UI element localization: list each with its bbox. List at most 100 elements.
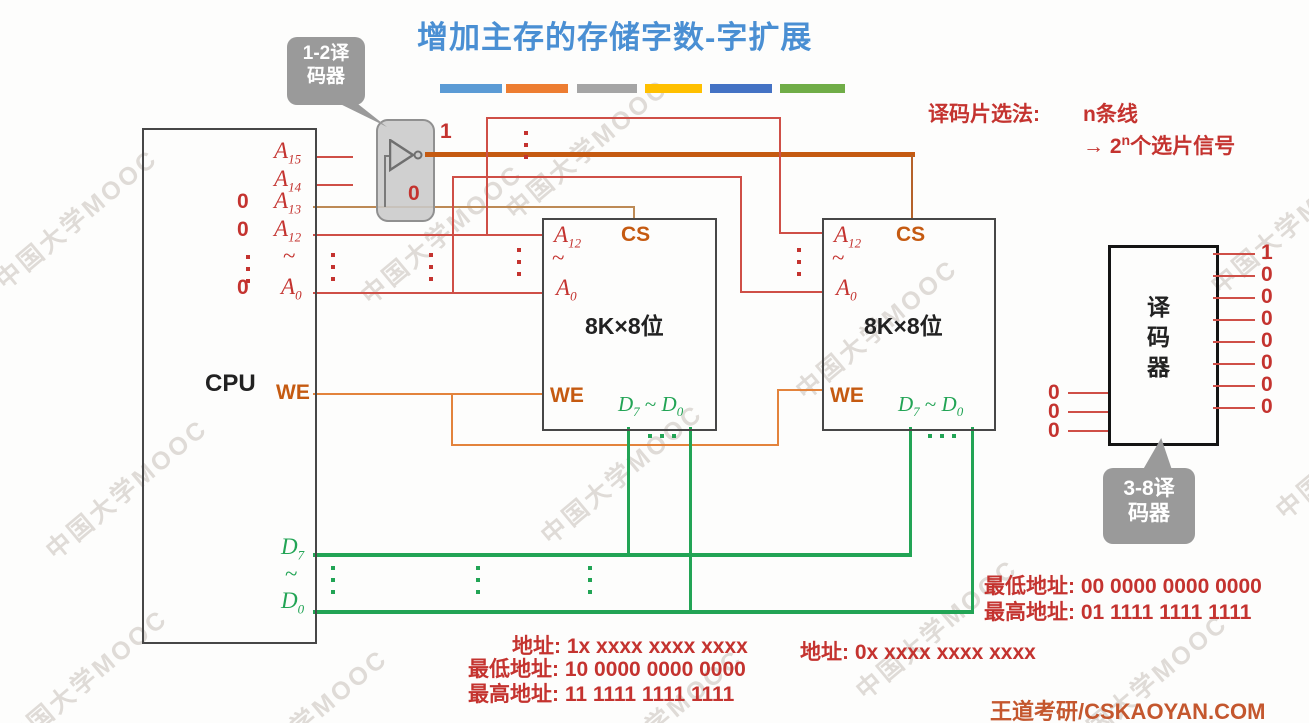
ellipsis-vertical <box>797 248 801 252</box>
memory-chip-2 <box>822 218 996 431</box>
ellipsis-vertical <box>246 255 250 259</box>
decoder-lowest-address: 最低地址: 00 0000 0000 0000 <box>984 575 1262 598</box>
ellipsis-horizontal <box>928 434 932 438</box>
footer-brand: 王道考研/CSKAOYAN.COM <box>990 699 1266 723</box>
chip2-pin-a12: A12 <box>834 222 862 251</box>
legend-bar <box>645 84 702 93</box>
decoder-input-value: 0 <box>1048 419 1060 442</box>
wire-a12-branch-top <box>486 117 781 119</box>
cpu-pin-d0: D0 <box>281 588 305 617</box>
bus-d0 <box>313 610 974 614</box>
page-title: 增加主存的存储字数-字扩展 <box>417 20 813 55</box>
wire-chip2-d0 <box>971 427 974 612</box>
decoder-input-line <box>1068 411 1108 413</box>
memory-chip-1 <box>542 218 717 431</box>
wire-a0-branch-down <box>740 176 742 293</box>
chip-select-note-line1: n条线 <box>1083 103 1138 126</box>
callout-1-2-decoder: 1-2译 码器 <box>287 37 365 105</box>
ellipsis-vertical <box>517 248 521 252</box>
decoder-input-line <box>1068 430 1108 432</box>
wire-inverter-input <box>384 155 393 157</box>
a13-value: 0 <box>237 190 249 213</box>
cpu-data-tilde: ~ <box>285 561 298 586</box>
cpu-pin-a15: A15 <box>274 138 302 167</box>
decoder-output-line <box>1213 275 1255 277</box>
wire-to-cs2 <box>911 155 913 219</box>
wire-we-branch <box>451 444 779 446</box>
chip2-capacity: 8K×8位 <box>864 313 943 339</box>
chip1-pin-cs: CS <box>621 223 651 246</box>
decoder-label-char: 器 <box>1147 354 1170 380</box>
chip2-tilde: ~ <box>832 245 845 270</box>
ellipsis-horizontal <box>648 434 652 438</box>
decoder-output-value: 0 <box>1261 329 1273 352</box>
wire-a12-branch-down <box>779 117 781 234</box>
decoder-output-value: 0 <box>1261 395 1273 418</box>
ellipsis-vertical <box>331 566 335 570</box>
bus-d7 <box>313 553 912 557</box>
cpu-pin-a14: A14 <box>274 166 302 195</box>
wire-a0-branch-up <box>452 176 454 294</box>
wire-a0-chip2 <box>740 291 822 293</box>
wire-chip1-d7 <box>627 427 630 555</box>
wire-chip1-d0 <box>689 427 692 612</box>
select-line-value-0: 0 <box>408 182 420 205</box>
cpu-pin-a0: A0 <box>281 274 302 303</box>
chip2-pin-a0: A0 <box>836 275 857 304</box>
callout-text: 1-2译 <box>302 43 350 64</box>
decoder-output-value: 0 <box>1261 263 1273 286</box>
decoder-output-line <box>1213 407 1255 409</box>
chip2-pin-we: WE <box>830 384 864 407</box>
decoder-output-line <box>1213 385 1255 387</box>
wire-a12-chip2 <box>779 232 822 234</box>
chip1-pin-a0: A0 <box>556 275 577 304</box>
chip2-data-pins: D7 ~ D0 <box>898 392 964 420</box>
chip1-lowest-address: 最低地址: 10 0000 0000 0000 <box>468 658 746 681</box>
watermark: 中国大学MOOC <box>220 643 394 723</box>
ellipsis-vertical <box>429 253 433 257</box>
decoder-output-value: 0 <box>1261 351 1273 374</box>
chip1-address-pattern: 地址: 1x xxxx xxxx xxxx <box>512 635 748 658</box>
decoder-input-line <box>1068 392 1108 394</box>
decoder-output-value: 0 <box>1261 307 1273 330</box>
ellipsis-vertical <box>524 131 528 135</box>
a0-value: 0 <box>237 276 249 299</box>
wire-cs-select-1 <box>425 152 915 157</box>
decoder-output-line <box>1213 363 1255 365</box>
wire-a13 <box>313 206 635 208</box>
decoder-label: 译 码 器 <box>1147 292 1170 382</box>
wire-we-chip2 <box>777 389 822 391</box>
chip-select-note-label: 译码片选法: <box>928 103 1040 126</box>
wire-a12-chip1 <box>313 234 542 236</box>
cpu-label: CPU <box>205 370 256 397</box>
decoder-output-line <box>1213 297 1255 299</box>
decoder-output-line <box>1213 253 1255 255</box>
decoder-output-line <box>1213 319 1255 321</box>
wire-we-branch-up <box>777 389 779 446</box>
chip1-tilde: ~ <box>552 245 565 270</box>
wire-we-chip1 <box>313 393 542 395</box>
wire-a13-to-cs1 <box>633 206 635 219</box>
inverter-gate-icon <box>389 139 423 173</box>
cpu-we-pin: WE <box>276 381 310 404</box>
legend-bar <box>710 84 772 93</box>
cpu-address-tilde: ~ <box>283 243 296 268</box>
cpu-pin-a13: A13 <box>274 188 302 217</box>
legend-bar <box>780 84 845 93</box>
a12-value: 0 <box>237 218 249 241</box>
chip1-data-pins: D7 ~ D0 <box>618 392 684 420</box>
decoder-label-char: 译 <box>1147 294 1170 320</box>
decoder-output-value: 0 <box>1261 285 1273 308</box>
cpu-pin-a12: A12 <box>274 216 302 245</box>
wire-inverter-input <box>384 156 386 207</box>
wire-a0-chip1 <box>313 292 542 294</box>
wire-a15-stub <box>315 156 353 158</box>
decoder-highest-address: 最高地址: 01 1111 1111 1111 <box>984 601 1252 624</box>
callout-text: 码器 <box>306 65 345 87</box>
cpu-pin-d7: D7 <box>281 534 305 563</box>
callout-text: 码器 <box>1128 502 1170 526</box>
wire-a0-branch-top <box>452 176 742 178</box>
select-line-value-1: 1 <box>440 120 452 143</box>
ellipsis-vertical <box>476 566 480 570</box>
